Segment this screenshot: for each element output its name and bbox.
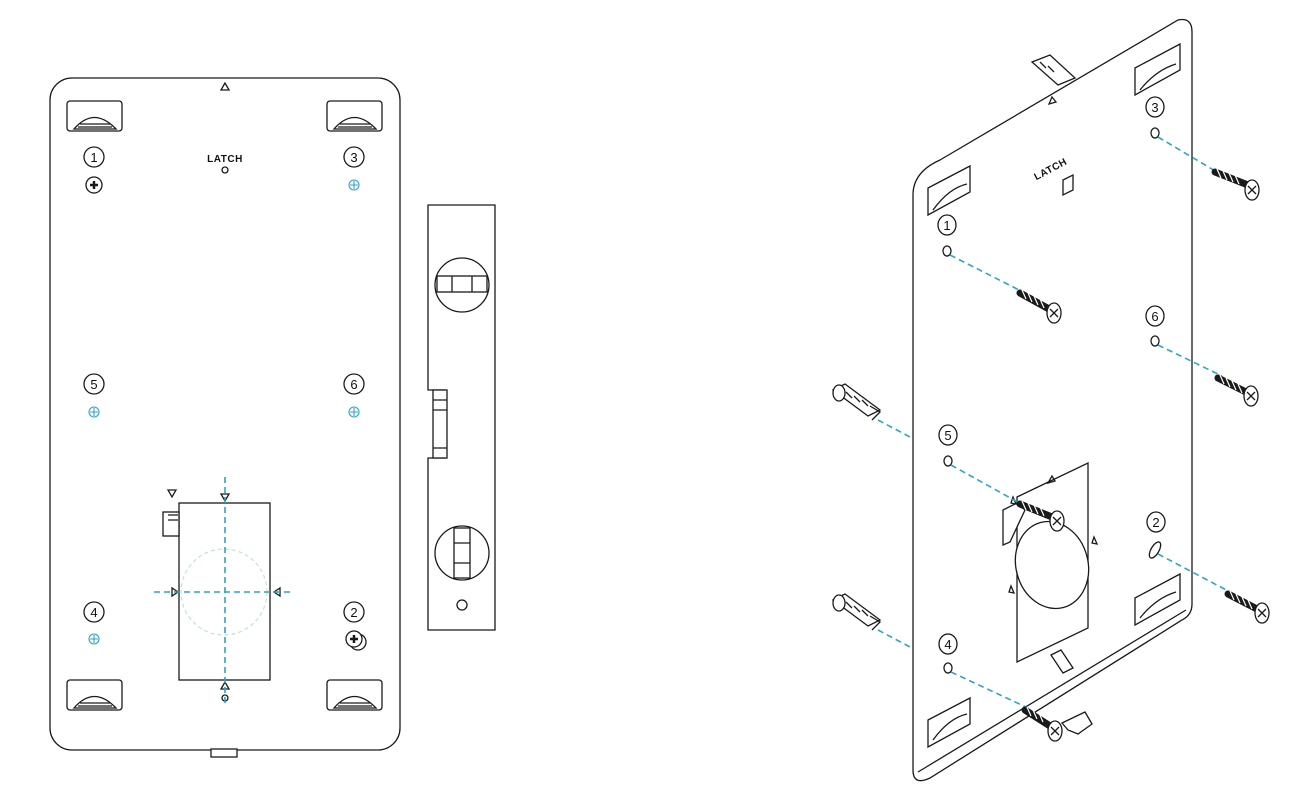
mount-hole bbox=[1150, 335, 1160, 347]
brand-peg bbox=[1062, 173, 1074, 197]
slot-bottom-right bbox=[326, 679, 383, 711]
brand-hole bbox=[221, 166, 229, 174]
svg-text:1: 1 bbox=[943, 218, 950, 233]
mount-hole bbox=[942, 245, 952, 257]
brand-label: LATCH bbox=[207, 154, 243, 165]
screw-icon bbox=[1211, 168, 1260, 201]
bottom-clip bbox=[1060, 711, 1093, 735]
mark-hole-icon bbox=[88, 406, 100, 418]
svg-text:6: 6 bbox=[350, 377, 357, 392]
hole-2-label: 2 bbox=[343, 601, 365, 623]
slot-bottom-left bbox=[927, 696, 971, 749]
top-marker-icon bbox=[1047, 95, 1058, 106]
screw-icon bbox=[1016, 500, 1065, 532]
hole-3-label: 3 bbox=[343, 146, 365, 168]
perspective-mounting-plate: LATCH 3 1 6 5 2 bbox=[831, 18, 1270, 782]
hole-6-label: 6 bbox=[1145, 305, 1165, 327]
svg-text:6: 6 bbox=[1151, 309, 1158, 324]
hole-4-label: 4 bbox=[938, 633, 958, 655]
svg-text:2: 2 bbox=[1152, 515, 1159, 530]
hole-5-label: 5 bbox=[938, 424, 958, 446]
svg-text:4: 4 bbox=[90, 605, 97, 620]
svg-text:5: 5 bbox=[90, 377, 97, 392]
svg-text:5: 5 bbox=[944, 428, 951, 443]
hole-1-label: 1 bbox=[83, 146, 105, 168]
screw-head-icon bbox=[85, 176, 103, 194]
mount-hole bbox=[943, 662, 953, 674]
svg-text:4: 4 bbox=[944, 637, 951, 652]
slot-bottom-left bbox=[66, 679, 123, 711]
svg-text:3: 3 bbox=[350, 150, 357, 165]
bottom-tab bbox=[210, 748, 238, 758]
hole-4-label: 4 bbox=[83, 601, 105, 623]
hole-2-label: 2 bbox=[1146, 511, 1166, 533]
hole-5-label: 5 bbox=[83, 373, 105, 395]
screw-icon bbox=[1021, 706, 1063, 742]
screw-head-icon bbox=[345, 630, 367, 651]
mark-hole-icon bbox=[348, 406, 360, 418]
screw-icon bbox=[1016, 289, 1062, 324]
slot-top-left bbox=[927, 164, 971, 217]
slot-top-right bbox=[1134, 42, 1181, 97]
wall-anchor-icon bbox=[831, 383, 882, 421]
wall-anchor-icon bbox=[831, 593, 882, 631]
top-marker-icon bbox=[219, 81, 231, 91]
peg-icon bbox=[1030, 54, 1077, 86]
screw-icon bbox=[1214, 374, 1259, 407]
mark-hole-icon bbox=[88, 633, 100, 645]
svg-text:3: 3 bbox=[1151, 100, 1158, 115]
svg-text:1: 1 bbox=[90, 150, 97, 165]
front-mounting-plate: LATCH 1 3 5 6 4 2 bbox=[49, 77, 401, 758]
slot-top-left bbox=[66, 100, 123, 132]
slot-bottom-right bbox=[1134, 572, 1181, 627]
center-cutout bbox=[154, 477, 294, 706]
slot-top-right bbox=[326, 100, 383, 132]
mount-hole bbox=[943, 455, 953, 467]
level-tool-icon bbox=[427, 204, 496, 631]
mount-hole bbox=[1150, 127, 1160, 139]
screw-icon bbox=[1224, 590, 1270, 624]
hole-3-label: 3 bbox=[1145, 96, 1165, 118]
hole-1-label: 1 bbox=[937, 214, 957, 236]
mark-hole-icon bbox=[348, 179, 360, 191]
hole-6-label: 6 bbox=[343, 373, 365, 395]
svg-text:2: 2 bbox=[350, 605, 357, 620]
mount-slot bbox=[1148, 541, 1162, 559]
